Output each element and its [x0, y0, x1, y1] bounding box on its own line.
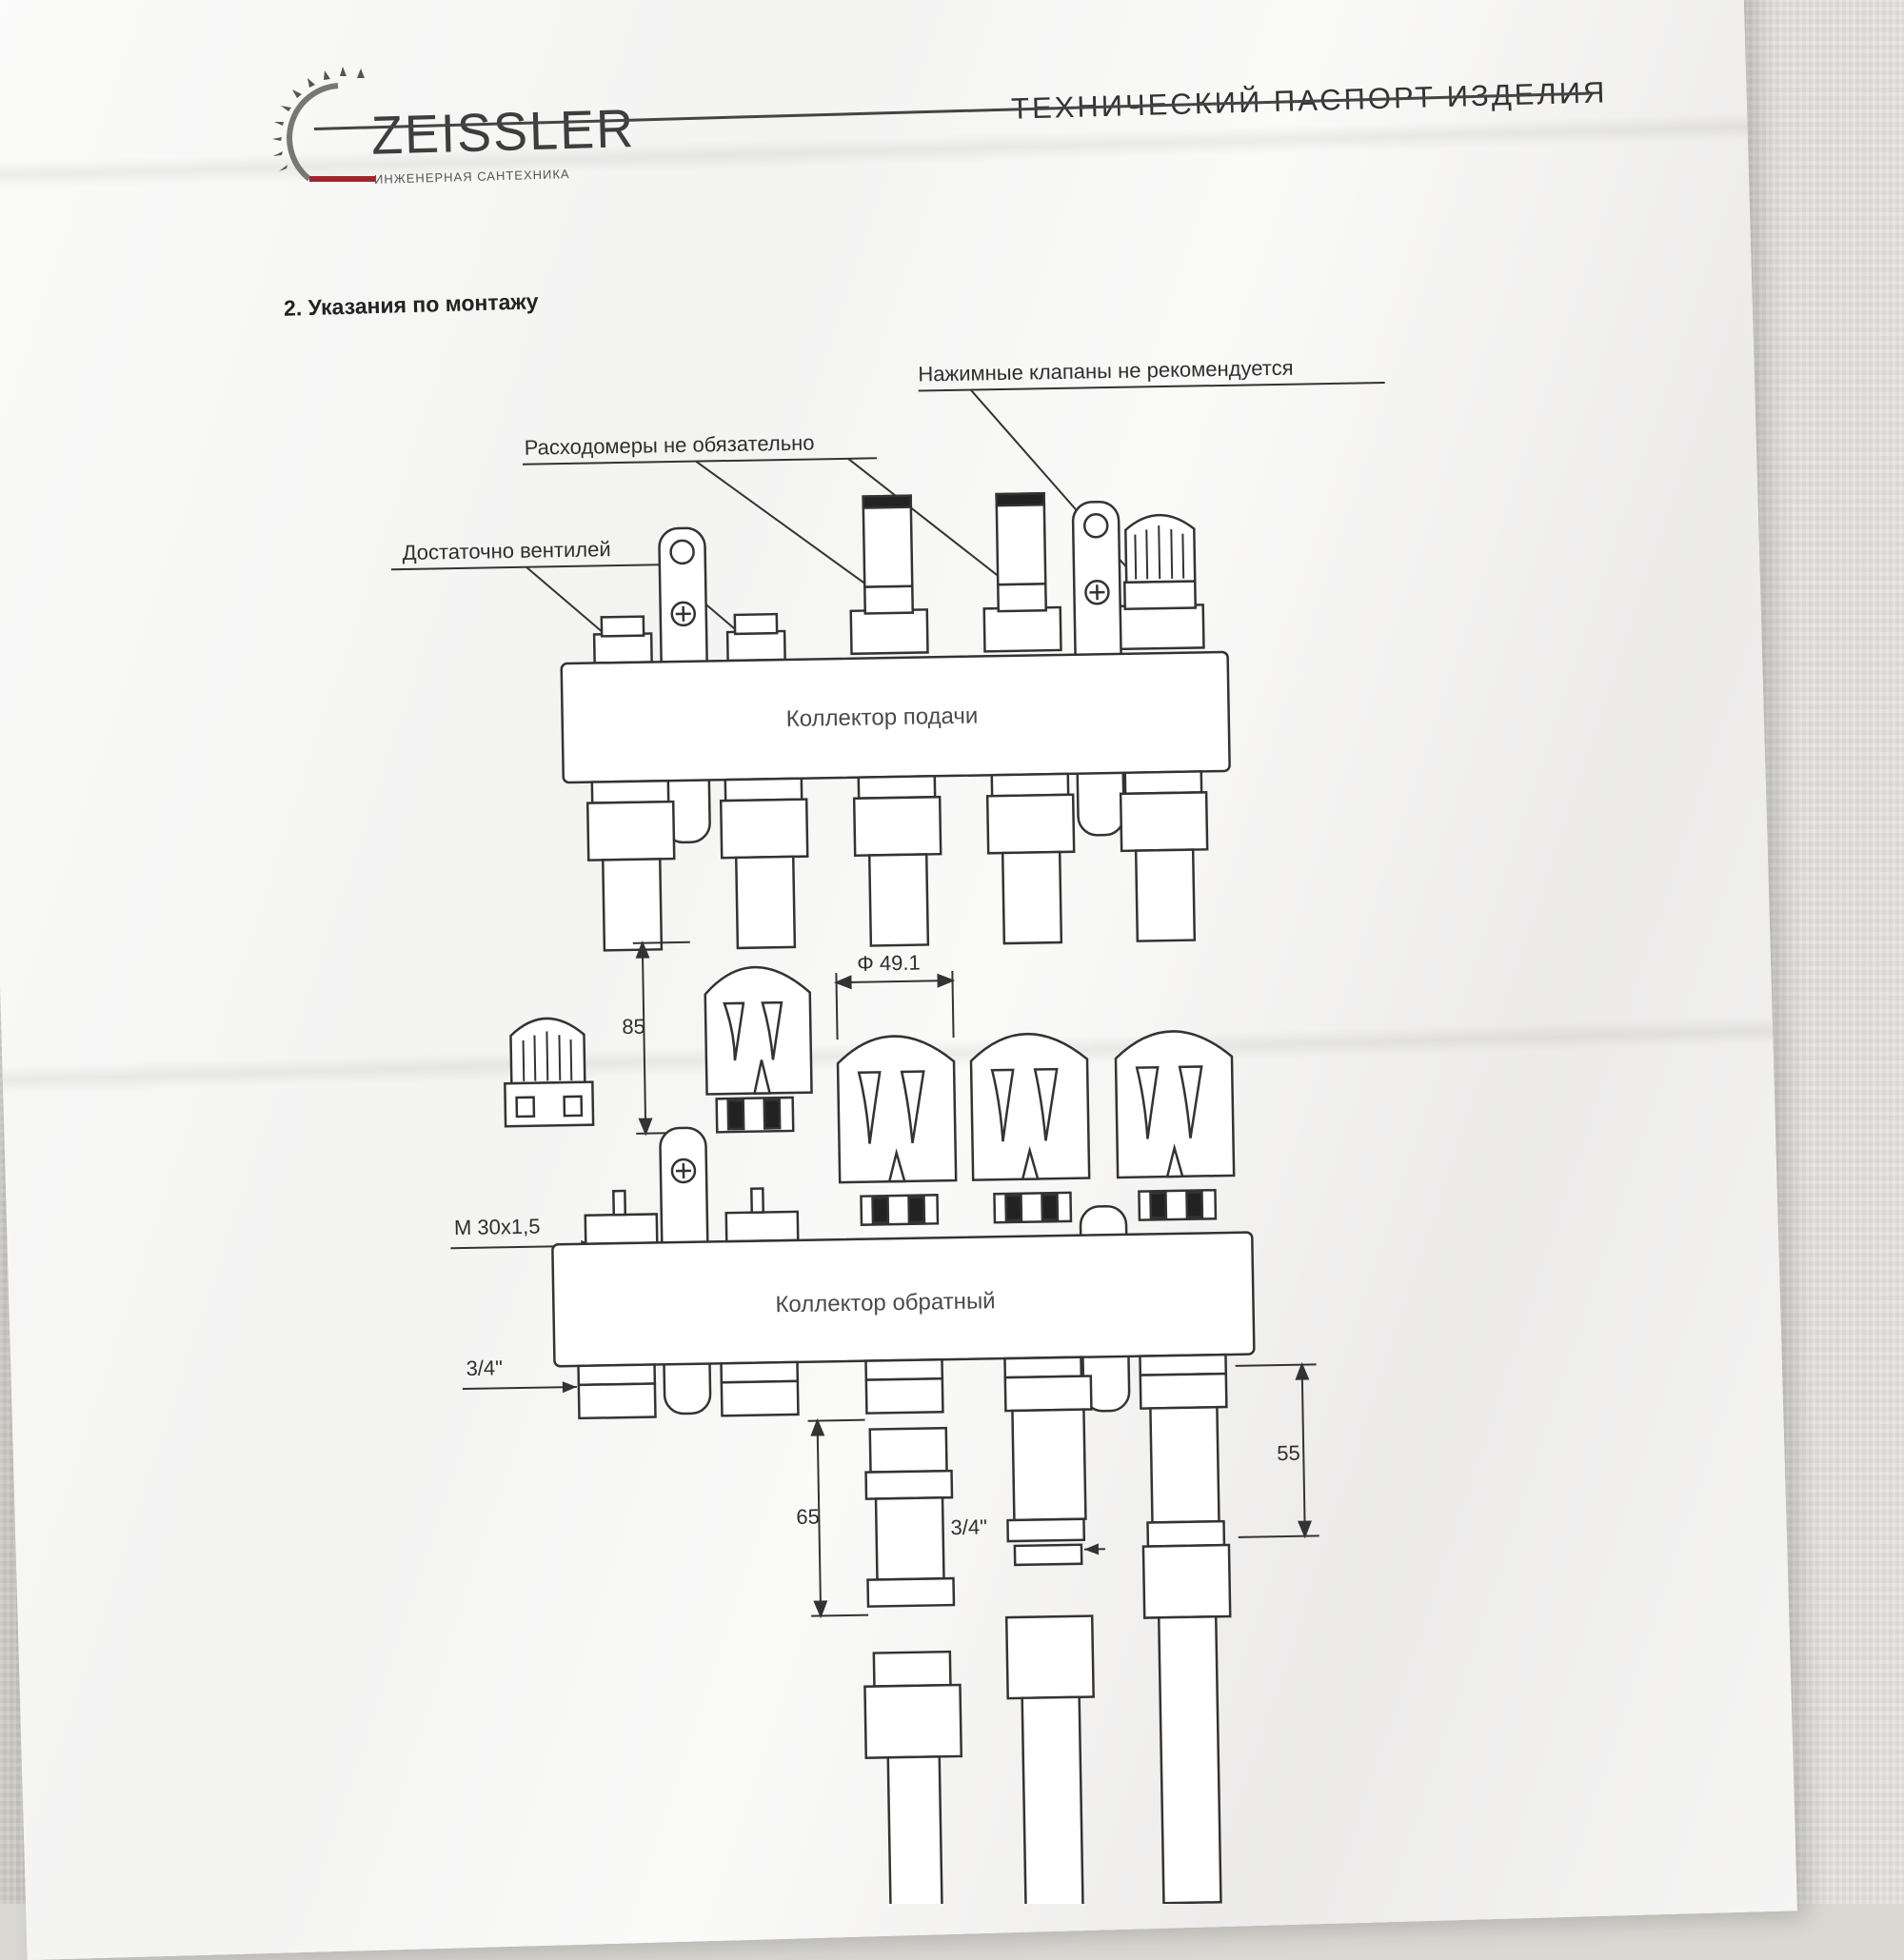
- callout-push-valves: Нажимные клапаны не рекомендуется: [918, 356, 1294, 386]
- supply-outlet: [987, 774, 1076, 944]
- return-manifold-label: Коллектор обратный: [775, 1288, 996, 1317]
- leader-line: [696, 458, 889, 604]
- compression-fitting: [1004, 1519, 1097, 1904]
- supply-outlet: [1121, 771, 1209, 941]
- spare-valve-actuator: [504, 1018, 593, 1126]
- supply-valve-fitting: [727, 614, 785, 661]
- supply-manifold-label: Коллектор подачи: [785, 703, 978, 732]
- callout-flowmeters: Расходомеры не обязательно: [524, 430, 814, 459]
- thermostatic-head-top: [1116, 514, 1203, 649]
- dimension-label-85: 85: [622, 1015, 645, 1039]
- return-outlet: [722, 1362, 799, 1416]
- dimension-label-65: 65: [796, 1505, 820, 1529]
- return-valve-insert: [725, 1188, 798, 1241]
- callout-underline: [391, 564, 660, 569]
- supply-outlet: [587, 781, 676, 951]
- supply-outlet: [721, 779, 809, 949]
- callout-valves: Достаточно вентилей: [402, 537, 610, 564]
- return-outlet: [579, 1365, 656, 1418]
- adapter-fitting: [861, 1428, 964, 1904]
- dimension-label-55: 55: [1277, 1441, 1300, 1465]
- dimension-label-three-quarter-left: 3/4": [466, 1356, 503, 1380]
- supply-valve-fitting: [594, 616, 652, 663]
- return-outlet: [865, 1359, 942, 1413]
- installation-diagram: Достаточно вентилей Расходомеры не обяза…: [0, 0, 1904, 1904]
- thermostatic-head: [704, 966, 812, 1132]
- thermostatic-head: [1116, 1030, 1235, 1220]
- dimension-label-three-quarter-mid: 3/4": [950, 1515, 987, 1539]
- dimension-label-diameter: Φ 49.1: [857, 951, 921, 976]
- return-outlet: [1004, 1357, 1093, 1521]
- return-outlet: [1140, 1355, 1228, 1523]
- dimension-label-thread: M 30x1,5: [454, 1215, 541, 1240]
- flowmeter: [849, 495, 928, 653]
- supply-outlet: [854, 776, 942, 946]
- pipe-fitting: [1142, 1521, 1235, 1904]
- thermostatic-head: [971, 1033, 1090, 1223]
- dimension-diameter: [836, 971, 953, 1039]
- return-valve-insert: [585, 1190, 657, 1243]
- thermostatic-head: [838, 1035, 957, 1225]
- dimension-thread-line: [463, 1387, 577, 1389]
